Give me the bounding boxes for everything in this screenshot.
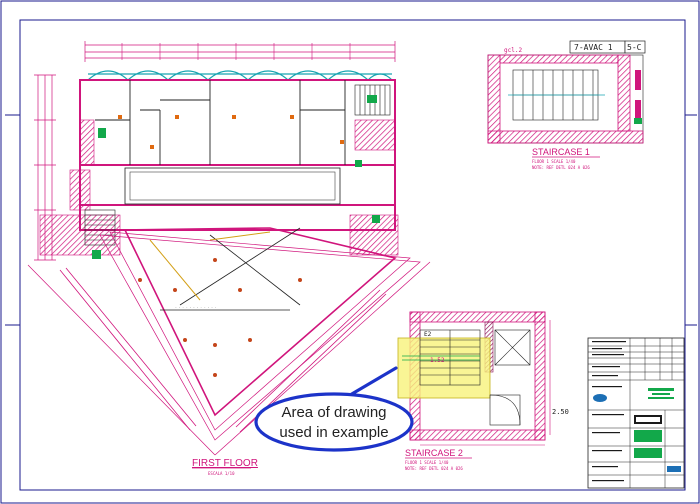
callout-line-1: Area of drawing <box>281 404 386 421</box>
staircase-1-note: NOTE: REF DETL 024 A 026 <box>532 165 590 170</box>
dim-250: 2.50 <box>552 408 569 416</box>
grid-tag-2: 5-C <box>627 43 642 52</box>
callout-bubble <box>254 392 414 452</box>
room-e2: E2 <box>424 331 432 338</box>
staircase-2-title: STAIRCASE 2 <box>405 448 463 458</box>
staircase-1-sub: FLOOR 1 SCALE 1/40 <box>532 159 576 164</box>
callout-pointer <box>343 366 398 400</box>
staircase-1-title: STAIRCASE 1 <box>532 147 590 157</box>
staircase-1-plan: 7-AVAC 1 5-C gcl.2 STAIRCASE 1 FLOOR 1 S… <box>487 40 646 170</box>
staircase-2-plan: 1.52 E2 2.50 STAIRCASE 2 FLOOR 1 SCALE 1… <box>397 311 569 471</box>
tag-gcl: gcl.2 <box>504 47 522 54</box>
callout-annotation: Area of drawing used in example <box>254 366 414 452</box>
first-floor-scale: ESCALA 1/10 <box>208 471 235 476</box>
callout-line-2: used in example <box>279 424 388 441</box>
staircase-2-note: NOTE: REF DETL 024 A 026 <box>405 466 463 471</box>
dim-152: 1.52 <box>430 357 445 364</box>
first-floor-plan: - - - - - - - - - - - - FIRST FLOOR ESCA… <box>27 41 431 476</box>
grid-tag-1: 7-AVAC 1 <box>574 43 613 52</box>
staircase-2-sub: FLOOR 1 SCALE 1/40 <box>405 460 449 465</box>
title-block <box>587 337 685 489</box>
svg-text:- - - - - - - - - - - -: - - - - - - - - - - - - <box>175 305 217 309</box>
first-floor-title: FIRST FLOOR <box>192 458 258 469</box>
